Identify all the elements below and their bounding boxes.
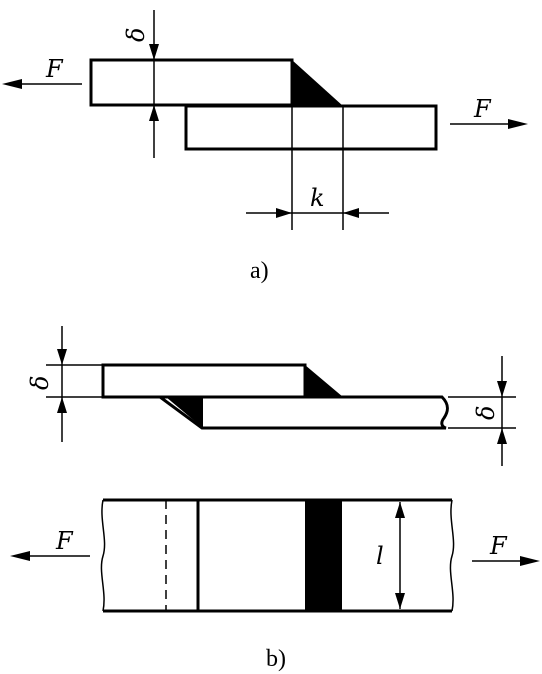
thickness-label-a: δ bbox=[122, 28, 150, 42]
length-dimension bbox=[395, 502, 405, 609]
figure-b-side-view: δ δ bbox=[26, 326, 516, 466]
break-line-left bbox=[100, 499, 106, 612]
force-arrow-left-b bbox=[10, 551, 90, 561]
fillet-weld bbox=[292, 60, 343, 106]
upper-plate bbox=[89, 58, 294, 107]
figure-b-plan-view: l F F b) bbox=[10, 498, 540, 672]
upper-plate-side bbox=[101, 363, 307, 399]
force-arrow-right-b bbox=[472, 556, 540, 566]
figure-a: δ k F F a) bbox=[2, 10, 528, 284]
force-label-left-a: F bbox=[45, 55, 64, 83]
weld-band bbox=[305, 500, 342, 611]
force-arrow-right-a bbox=[450, 119, 528, 129]
thickness-label-left: δ bbox=[26, 376, 54, 390]
thickness-dimension-a bbox=[149, 10, 159, 158]
force-arrow-left-a bbox=[2, 79, 82, 89]
thickness-label-right: δ bbox=[472, 406, 500, 420]
caption-a: a) bbox=[250, 258, 269, 284]
force-label-right-b: F bbox=[489, 532, 508, 560]
fillet-weld-left bbox=[166, 397, 203, 428]
thickness-dimension-right bbox=[448, 356, 516, 466]
lower-plate-side bbox=[155, 395, 449, 430]
length-label: l bbox=[376, 542, 384, 570]
lower-plate bbox=[184, 104, 438, 151]
force-label-left-b: F bbox=[55, 527, 74, 555]
leg-dimension-k bbox=[246, 106, 389, 230]
break-line-right bbox=[449, 499, 455, 612]
leg-label-k: k bbox=[310, 184, 325, 212]
force-label-right-a: F bbox=[473, 95, 492, 123]
caption-b: b) bbox=[266, 646, 286, 672]
thickness-dimension-left bbox=[46, 326, 103, 442]
fillet-weld-right bbox=[305, 365, 343, 397]
